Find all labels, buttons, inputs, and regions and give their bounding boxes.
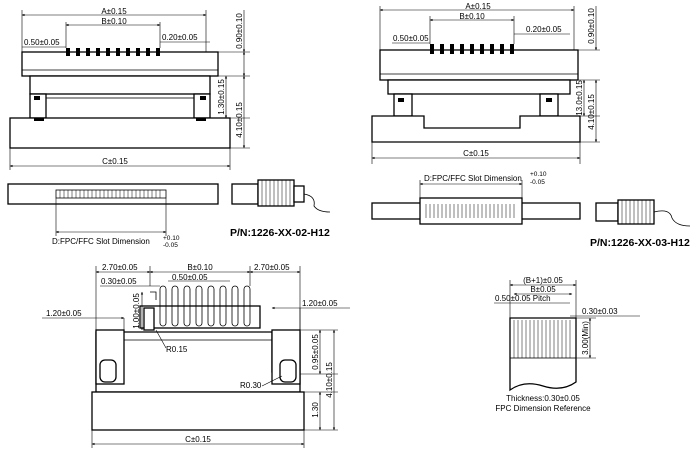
view2-dimensions: A±0.15 B±0.10 0.50±0.05 0.20±0.05 0.90±0… xyxy=(371,2,600,164)
fpc-dim-end: 0.30±0.03 xyxy=(582,307,618,316)
fpc-reference-label: FPC Dimension Reference xyxy=(495,404,591,413)
view1-plan: D:FPC/FFC Slot Dimension +0.10 -0.05 xyxy=(7,183,219,249)
view3-dim-right-270: 2.70±0.05 xyxy=(254,263,290,272)
view1-dim-a: A±0.15 xyxy=(101,7,127,16)
view3-dimensions: 2.70±0.05 B±0.10 2.70±0.05 0.30±0.05 0.5… xyxy=(42,263,350,448)
fpc-dim-min: 3.00(Min) xyxy=(581,321,590,355)
fpc-reference: (B+1)±0.05 B±0.05 0.50±0.05 Pitch 0.30±0… xyxy=(494,276,640,413)
view3-dim-height-total: 4.10±0.15 xyxy=(325,362,334,398)
view1-dim-pitch-left: 0.50±0.05 xyxy=(24,38,60,47)
view3-dim-height-small: 0.95±0.05 xyxy=(311,334,320,370)
view1-slot-tol-plus: +0.10 xyxy=(163,235,180,242)
view2-dim-b: B±0.10 xyxy=(459,12,485,21)
fpc-dim-b: B±0.05 xyxy=(530,285,556,294)
view2-side xyxy=(595,199,691,227)
view1-slot-tol-minus: -0.05 xyxy=(163,242,178,249)
view3-dim-c: C±0.15 xyxy=(185,435,211,444)
view1-dim-c: C±0.15 xyxy=(102,157,128,166)
view1-side xyxy=(231,179,331,213)
view1-dim-height-mid: 1.30±0.15 xyxy=(217,79,226,115)
view2-dim-height-mid: 13.0±0.15 xyxy=(575,80,584,116)
fpc-dim-b-plus-1: (B+1)±0.05 xyxy=(523,276,563,285)
view2-slot-label: D:FPC/FFC Slot Dimension xyxy=(424,174,522,183)
view3-front xyxy=(91,285,305,431)
view1-front xyxy=(9,48,231,149)
view2-dim-height-small: 0.90±0.10 xyxy=(587,8,596,44)
view2-front xyxy=(371,44,581,143)
view3-dim-left-270: 2.70±0.05 xyxy=(102,263,138,272)
view2-dim-a: A±0.15 xyxy=(465,2,491,11)
view3-dim-pin-height: 1.00±0.05 xyxy=(132,293,141,329)
view2-slot-tol-plus: +0.10 xyxy=(530,171,547,178)
view3-dim-pitch-mid: 0.50±0.05 xyxy=(172,273,208,282)
view1-dim-pitch-right: 0.20±0.05 xyxy=(162,33,198,42)
view3-radius-large: R0.30 xyxy=(240,381,262,390)
view3-dim-b: B±0.10 xyxy=(187,263,213,272)
fpc-thickness: Thickness:0.30±0.05 xyxy=(506,394,580,403)
view2-dim-pitch-right: 0.20±0.05 xyxy=(526,25,562,34)
view2-dim-height-total: 4.10±0.15 xyxy=(587,94,596,130)
view3-dim-pitch-left: 0.30±0.05 xyxy=(101,277,137,286)
fpc-dim-pitch: 0.50±0.05 Pitch xyxy=(495,294,551,303)
view1-dimensions: A±0.15 B±0.10 0.50±0.05 0.20±0.05 0.90±0… xyxy=(9,7,250,170)
view2-part-number: P/N:1226-XX-03-H12 xyxy=(590,237,690,249)
view1-dim-height-small: 0.90±0.10 xyxy=(235,13,244,49)
view2-dim-pitch-left: 0.50±0.05 xyxy=(393,34,429,43)
view1-slot-label: D:FPC/FFC Slot Dimension xyxy=(52,237,150,246)
view3-radius-small: R0.15 xyxy=(166,345,188,354)
view2-slot-tol-minus: -0.05 xyxy=(530,179,545,186)
view1-part-number: P/N:1226-XX-02-H12 xyxy=(230,227,330,239)
view3-dim-side-left: 1.20±0.05 xyxy=(46,309,82,318)
view2-dim-c: C±0.15 xyxy=(463,149,489,158)
view2-plan: D:FPC/FFC Slot Dimension +0.10 -0.05 xyxy=(371,171,581,225)
view3-dim-side-right: 1.20±0.05 xyxy=(302,299,338,308)
view1-dim-height-total: 4.10±0.15 xyxy=(235,102,244,138)
view3-dim-height-base: 1.30 xyxy=(311,402,320,418)
view1-dim-b: B±0.10 xyxy=(101,17,127,26)
